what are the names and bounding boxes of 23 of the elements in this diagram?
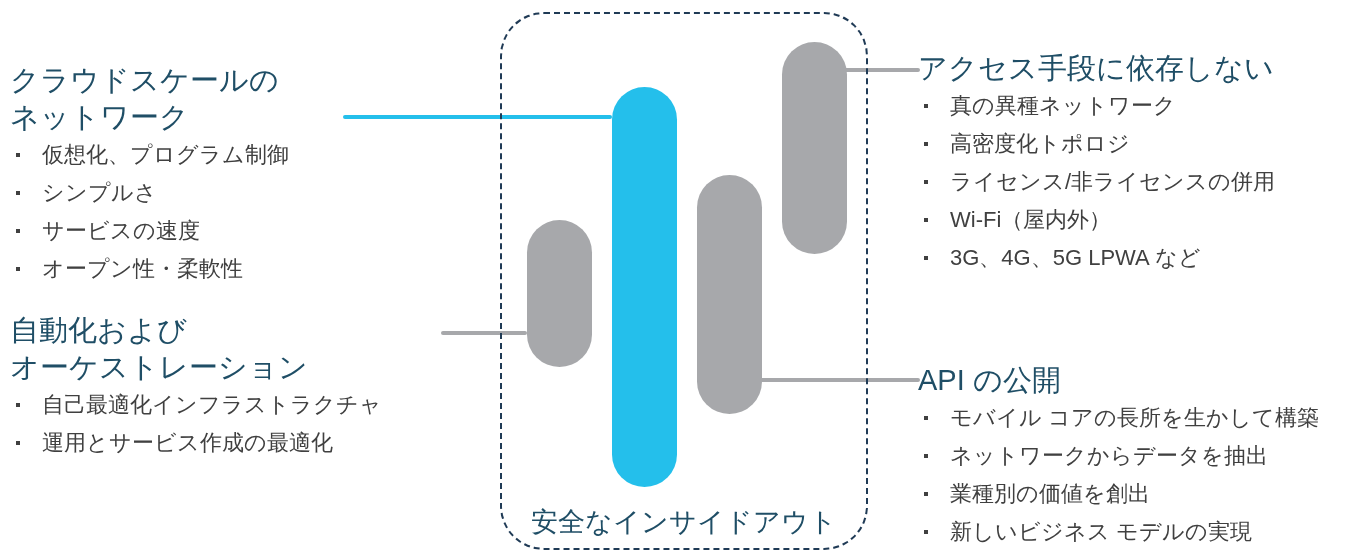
frame-label: 安全なインサイドアウト — [530, 506, 838, 539]
bullet-text: サービスの速度 — [42, 217, 200, 245]
bullet-text: 高密度化トポロジ — [950, 130, 1130, 158]
bullet-text: ライセンス/非ライセンスの併用 — [950, 168, 1276, 196]
leader-line — [343, 115, 612, 119]
bullet-text: モバイル コアの長所を生かして構築 — [950, 404, 1320, 432]
heading: アクセス手段に依存しない — [918, 51, 1274, 86]
bullet-text: 新しいビジネス モデルの実現 — [950, 518, 1253, 546]
heading: クラウドスケールのネットワーク — [10, 63, 279, 135]
bullet-text: オープン性・柔軟性 — [42, 255, 243, 283]
bullet-text: 運用とサービス作成の最適化 — [42, 429, 333, 457]
bullet-text: 仮想化、プログラム制御 — [42, 141, 289, 169]
leader-line — [441, 331, 527, 335]
bullet-text: シンプルさ — [42, 179, 157, 207]
dashed-frame — [500, 12, 868, 550]
bullet-text: 3G、4G、5G LPWA など — [950, 244, 1201, 272]
bullet-text: 真の異種ネットワーク — [950, 92, 1176, 120]
bullet-text: ネットワークからデータを抽出 — [950, 442, 1268, 470]
bullet-text: 業種別の価値を創出 — [950, 480, 1150, 508]
heading: 自動化およびオーケストレーション — [10, 313, 308, 385]
heading: API の公開 — [918, 363, 1061, 398]
bullet-text: Wi-Fi（屋内外） — [950, 206, 1112, 234]
bullet-text: 自己最適化インフラストラクチャ — [42, 391, 382, 419]
